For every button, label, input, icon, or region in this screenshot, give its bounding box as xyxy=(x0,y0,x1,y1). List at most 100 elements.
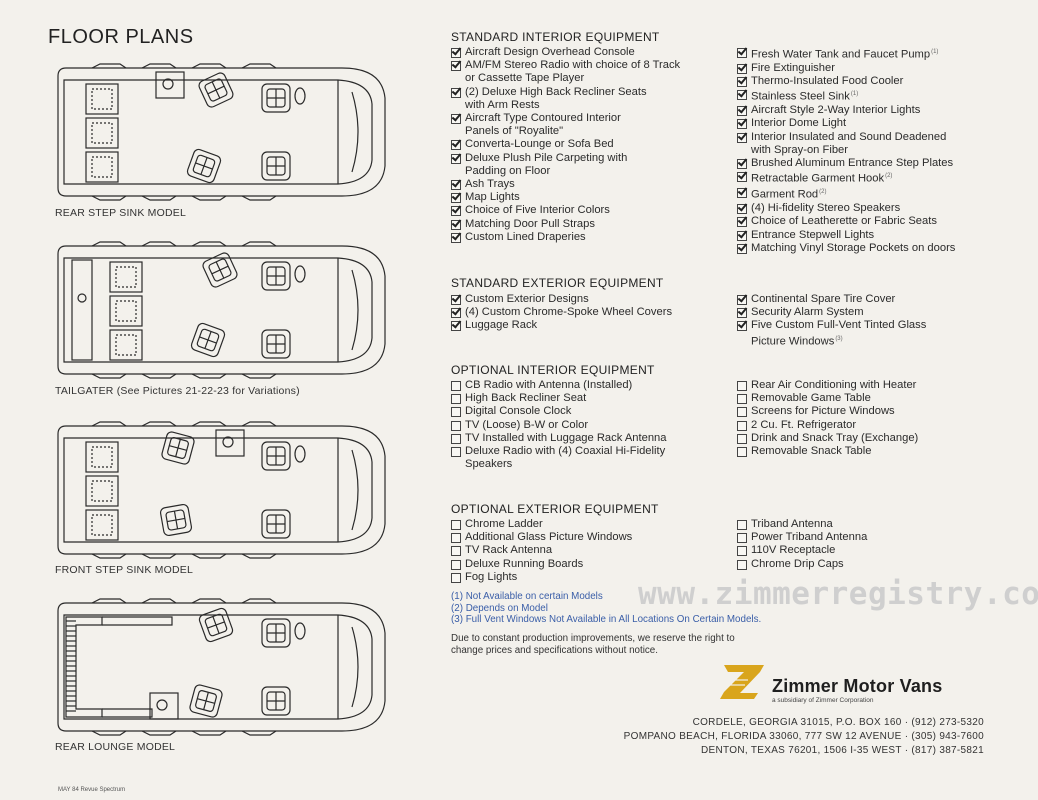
captain-seat xyxy=(189,684,223,718)
floor-plan-front-step-sink xyxy=(52,420,388,560)
equipment-item: Rear Air Conditioning with Heater xyxy=(737,379,918,392)
equipment-item: Choice of Leatherette or Fabric Seats xyxy=(737,215,955,228)
equipment-item-label: Continental Spare Tire Cover xyxy=(751,293,896,305)
empty-checkbox-icon xyxy=(451,420,461,431)
equipment-item: Deluxe Plush Pile Carpeting with xyxy=(451,152,680,165)
checked-box-icon xyxy=(737,188,747,199)
empty-checkbox-icon xyxy=(737,420,747,431)
equipment-item-label: Triband Antenna xyxy=(751,518,833,530)
empty-checkbox-icon xyxy=(451,520,461,530)
equipment-item: Additional Glass Picture Windows xyxy=(451,531,632,544)
equipment-item: Five Custom Full-Vent Tinted Glass xyxy=(737,319,926,332)
equipment-item-label: Choice of Five Interior Colors xyxy=(465,204,610,217)
checked-box-icon xyxy=(737,172,747,183)
equipment-item: Aircraft Type Contoured Interior xyxy=(451,112,680,125)
equipment-item-label: Interior Dome Light xyxy=(751,117,847,130)
equipment-item: Interior Insulated and Sound Deadened xyxy=(737,131,955,144)
footer-code: MAY 84 Revue Spectrum xyxy=(58,787,126,793)
captain-seat xyxy=(159,503,193,537)
equipment-item-label: AM/FM Stereo Radio with choice of 8 Trac… xyxy=(465,59,681,72)
equipment-item: AM/FM Stereo Radio with choice of 8 Trac… xyxy=(451,59,680,72)
checked-box-icon xyxy=(451,153,461,164)
equipment-item: TV Installed with Luggage Rack Antenna xyxy=(451,432,667,445)
sofa-bed xyxy=(109,261,143,361)
caption-rear-step-sink: REAR STEP SINK MODEL xyxy=(55,207,187,219)
empty-checkbox-icon xyxy=(451,559,461,570)
address-denton: DENTON, TEXAS 76201, 1506 I-35 WEST · (8… xyxy=(701,745,984,756)
equipment-item-label: Aircraft Type Contoured Interior xyxy=(465,112,621,125)
address-pompano: POMPANO BEACH, FLORIDA 33060, 777 SW 12 … xyxy=(623,731,984,742)
footnote-2: (2) Depends on Model xyxy=(451,602,548,614)
equipment-item-continued: with Arm Rests xyxy=(451,99,680,112)
checked-box-icon xyxy=(451,219,461,230)
equipment-item-label: Thermo-Insulated Food Cooler xyxy=(751,75,904,88)
equipment-item-label: Security Alarm System xyxy=(751,306,864,319)
steering-wheel-icon xyxy=(294,265,306,283)
equipment-item-label: Entrance Stepwell Lights xyxy=(751,228,875,241)
equipment-item-label: TV Rack Antenna xyxy=(465,544,553,557)
floor-plan-rear-lounge xyxy=(52,597,388,737)
empty-checkbox-icon xyxy=(451,394,461,405)
empty-checkbox-icon xyxy=(737,433,747,444)
checked-box-icon xyxy=(451,295,461,305)
equipment-item: Fire Extinguisher xyxy=(737,62,955,75)
sofa-bed xyxy=(85,83,119,183)
equipment-item-label: Custom Exterior Designs xyxy=(465,293,589,305)
equipment-item: Continental Spare Tire Cover xyxy=(737,293,926,306)
equipment-item-label: Matching Vinyl Storage Pockets on doors xyxy=(751,241,956,254)
checked-box-icon xyxy=(737,90,747,101)
footnote-marker: (1) xyxy=(850,91,859,98)
equipment-item-label: Custom Lined Draperies xyxy=(465,230,586,243)
footnote-marker: (3) xyxy=(835,335,843,342)
equipment-item: (4) Custom Chrome-Spoke Wheel Covers xyxy=(451,306,672,319)
equipment-item-label: Removable Snack Table xyxy=(751,445,872,458)
equipment-item-label: Deluxe Radio with (4) Coaxial Hi-Fidelit… xyxy=(465,445,666,458)
optional-interior-title: OPTIONAL INTERIOR EQUIPMENT xyxy=(451,363,655,377)
empty-checkbox-icon xyxy=(737,447,747,458)
empty-checkbox-icon xyxy=(737,520,747,530)
steering-wheel-icon xyxy=(294,622,306,640)
checked-box-icon xyxy=(737,243,747,254)
equipment-item: Interior Dome Light xyxy=(737,117,955,130)
equipment-item-label: CB Radio with Antenna (Installed) xyxy=(465,379,633,391)
captain-seat xyxy=(261,261,291,291)
equipment-item: Matching Door Pull Straps xyxy=(451,218,680,231)
equipment-item: Power Triband Antenna xyxy=(737,531,867,544)
captain-seat xyxy=(261,509,291,539)
equipment-item: Security Alarm System xyxy=(737,306,926,319)
equipment-item-label: Deluxe Running Boards xyxy=(465,557,584,570)
equipment-item-continued: with Spray-on Fiber xyxy=(737,144,955,157)
equipment-item-label: (4) Custom Chrome-Spoke Wheel Covers xyxy=(465,306,673,319)
footnote-3: (3) Full Vent Windows Not Available in A… xyxy=(451,614,762,625)
footnote-marker: (2) xyxy=(885,173,893,180)
checked-box-icon xyxy=(737,106,747,117)
checked-box-icon xyxy=(737,119,747,130)
equipment-item: Triband Antenna xyxy=(737,518,867,531)
equipment-item-label: Removable Game Table xyxy=(751,392,871,405)
floor-plan-rear-step-sink xyxy=(52,62,388,202)
captain-seat xyxy=(198,72,234,108)
captain-seat xyxy=(261,329,291,359)
equipment-item-label: Chrome Ladder xyxy=(465,518,543,530)
equipment-item-label: Matching Door Pull Straps xyxy=(465,217,595,230)
checked-box-icon xyxy=(737,295,747,305)
caption-front-step-sink: FRONT STEP SINK MODEL xyxy=(55,564,194,576)
page-title: FLOOR PLANS xyxy=(48,26,194,48)
van-outline xyxy=(57,241,386,379)
equipment-item: Custom Lined Draperies xyxy=(451,231,680,244)
empty-checkbox-icon xyxy=(451,407,461,418)
zimmer-logo-icon xyxy=(720,665,764,699)
checked-box-icon xyxy=(451,61,461,72)
steering-wheel-icon xyxy=(294,87,306,105)
equipment-item-label: (2) Deluxe High Back Recliner Seats xyxy=(465,85,647,98)
empty-checkbox-icon xyxy=(451,572,461,583)
equipment-item: Chrome Ladder xyxy=(451,518,632,531)
equipment-item: Map Lights xyxy=(451,191,680,204)
equipment-item-label: Brushed Aluminum Entrance Step Plates xyxy=(751,157,954,170)
sink-icon xyxy=(155,71,185,99)
standard-exterior-list-1: Custom Exterior Designs(4) Custom Chrome… xyxy=(451,293,672,333)
